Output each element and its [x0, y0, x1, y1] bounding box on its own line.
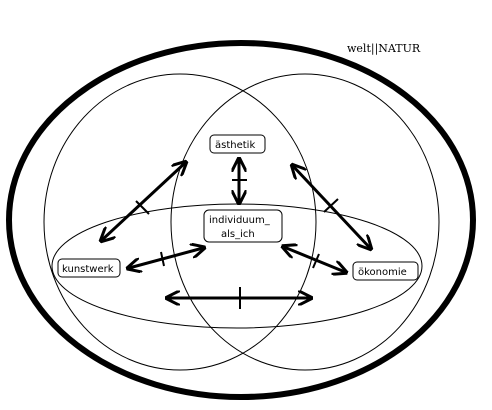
- node-aesthetik: ästhetik: [209, 134, 266, 154]
- tick-aesthetik-oekonomie: [323, 198, 339, 213]
- tick-kunstwerk-aesthetik: [135, 200, 150, 215]
- arrow-kunstwerk-aesthetik: [102, 163, 185, 240]
- node-oekonomie: ökonomie: [352, 261, 419, 281]
- arrow-aesthetik-oekonomie: [293, 166, 370, 248]
- node-aesthetik-box: [209, 134, 266, 154]
- arrow-individuum-oekonomie: [284, 247, 345, 272]
- node-individuum-als-ich: individuum_ als_ich: [203, 209, 283, 243]
- node-oekonomie-box: [352, 261, 419, 281]
- node-kunstwerk: kunstwerk: [57, 258, 121, 278]
- node-kunstwerk-label: kunstwerk: [62, 264, 114, 275]
- node-individuum-label-line2: als_ich: [221, 229, 255, 240]
- outer-label: welt||NATUR: [347, 42, 421, 56]
- outer-ellipse-welt-natur: [6, 40, 476, 400]
- arrow-kunstwerk-individuum: [129, 248, 203, 268]
- node-aesthetik-label: ästhetik: [215, 140, 255, 151]
- tick-kunstwerk-individuum: [160, 251, 165, 267]
- tick-individuum-oekonomie: [312, 253, 320, 269]
- node-kunstwerk-box: [57, 258, 121, 278]
- node-oekonomie-label: ökonomie: [358, 267, 407, 278]
- node-individuum-label-line1: individuum_: [209, 215, 271, 226]
- node-individuum-box: [203, 209, 283, 243]
